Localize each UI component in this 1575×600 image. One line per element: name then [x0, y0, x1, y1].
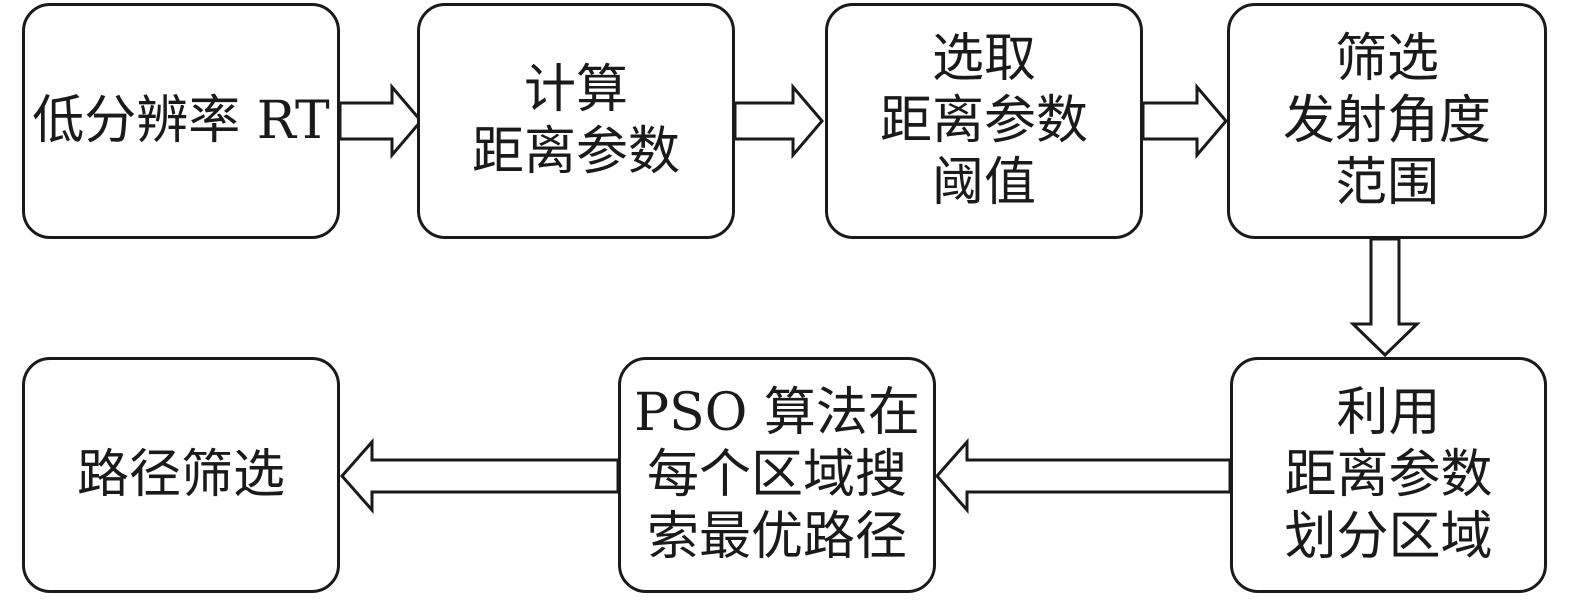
step-label-line: 低分辨率 RT	[32, 91, 330, 151]
step-label-line: 距离参数	[471, 122, 680, 182]
arrow-step3-to-step4	[1141, 82, 1228, 160]
step-label-line: 利用	[1336, 383, 1441, 443]
step-box-path-filter: 路径筛选	[22, 357, 340, 593]
step-label-line: 发射角度	[1282, 91, 1491, 151]
step-box-filter-angle-range: 筛选 发射角度 范围	[1227, 3, 1547, 239]
arrow-step2-to-step3	[733, 82, 824, 160]
step-label-line: 计算	[523, 60, 628, 120]
step-box-pso-search: PSO 算法在 每个区域搜 索最优路径	[618, 357, 936, 593]
step-label-line: 范围	[1334, 153, 1439, 213]
step-label-line: 划分区域	[1284, 507, 1493, 567]
step-label-line: 距离参数	[879, 91, 1088, 151]
step-label-line: 筛选	[1334, 29, 1439, 89]
step-label-line: 每个区域搜	[646, 445, 907, 505]
step-box-select-threshold: 选取 距离参数 阈值	[825, 3, 1143, 239]
step-box-low-res-rt: 低分辨率 RT	[22, 3, 340, 239]
arrow-step5-to-step6	[934, 438, 1232, 514]
step-box-partition-regions: 利用 距离参数 划分区域	[1230, 357, 1547, 593]
step-box-compute-distance: 计算 距离参数	[417, 3, 735, 239]
step-label-line: 阈值	[931, 153, 1036, 213]
step-label-line: 选取	[931, 29, 1036, 89]
arrow-step6-to-step7	[339, 438, 620, 514]
step-label-line: 路径筛选	[76, 445, 285, 505]
step-label-line: 距离参数	[1284, 445, 1493, 505]
step-label-line: PSO 算法在	[634, 383, 920, 443]
arrow-step4-to-step5	[1349, 237, 1421, 358]
arrow-step1-to-step2	[338, 82, 423, 160]
step-label-line: 索最优路径	[646, 507, 907, 567]
